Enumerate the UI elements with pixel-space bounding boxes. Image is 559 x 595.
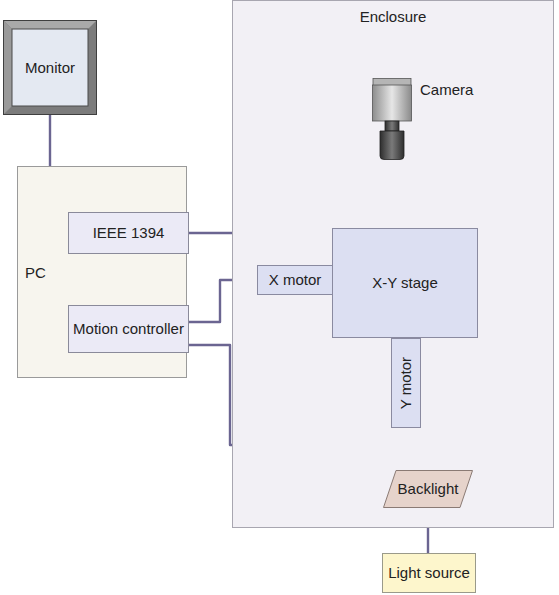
node-label: X motor [269, 271, 322, 288]
lens-neck [385, 121, 399, 131]
parallelogram [384, 471, 473, 508]
camera-cap [373, 79, 411, 86]
lens-barrel [380, 131, 404, 160]
node-label: Camera [420, 81, 473, 98]
node-label: PC [25, 264, 46, 281]
port-box: IEEE 1394 [68, 212, 189, 254]
screen [12, 29, 88, 106]
motor-box: X motor [257, 265, 333, 295]
monitor: Monitor [3, 20, 97, 115]
camera-icon [372, 78, 412, 160]
node-label: Motion controller [73, 320, 184, 337]
bezel [4, 21, 97, 115]
cable [49, 115, 51, 166]
camera-body [373, 85, 412, 121]
node-label: X-Y stage [372, 274, 438, 291]
controller-box: Motion controller [68, 305, 189, 353]
node-label: Y motor [397, 357, 414, 409]
backlight: Backlight [383, 470, 473, 508]
camera: Camera [372, 78, 412, 160]
pc-box: PC IEEE 1394Motion controller [17, 166, 187, 378]
enclosure: EnclosureCameraX-Y stage X motor Y motorBa… [232, 0, 554, 528]
node-label: IEEE 1394 [93, 224, 165, 241]
node-label: Light source [388, 564, 470, 581]
stage-box: X-Y stage [332, 228, 478, 338]
motor-box: Y motor [391, 338, 421, 428]
light-source-box: Light source [382, 553, 476, 593]
node-label: Backlight [398, 480, 459, 497]
bezel-top [4, 21, 96, 29]
bezel-left [4, 21, 12, 114]
node-label: Monitor [25, 59, 75, 76]
node-label: Enclosure [233, 8, 553, 25]
